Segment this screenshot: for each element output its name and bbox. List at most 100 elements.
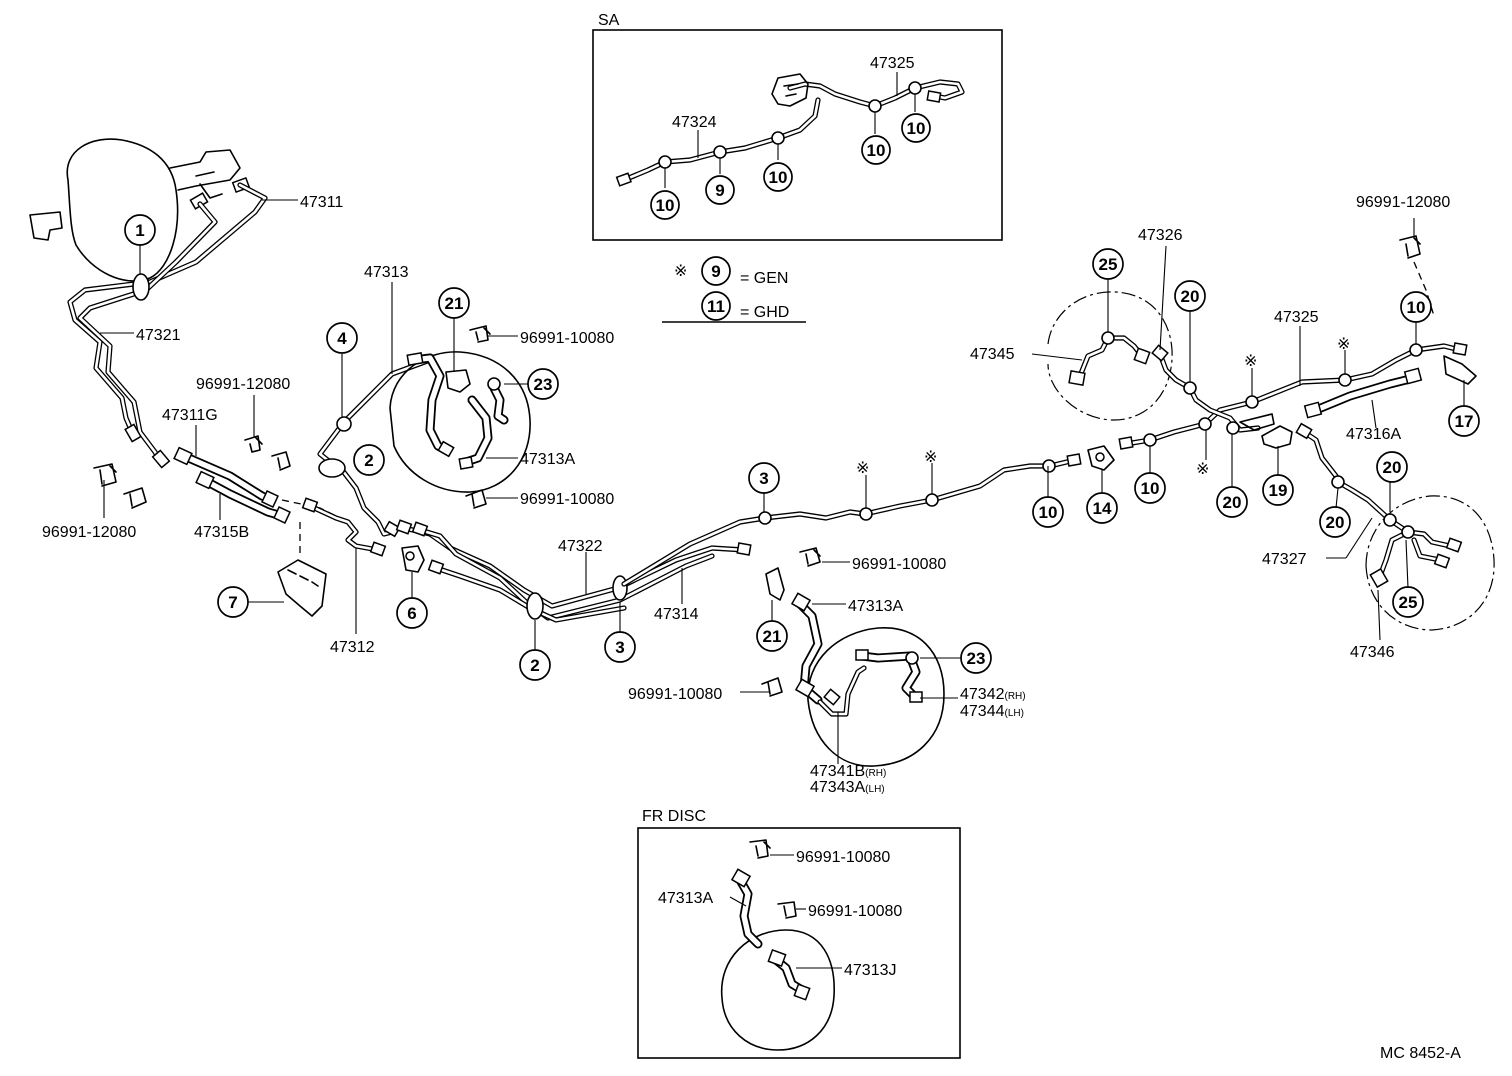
svg-text:9: 9 xyxy=(715,181,724,200)
part-label-47346: 47346 xyxy=(1350,644,1395,661)
callout-21-b: 21 xyxy=(756,620,788,652)
svg-text:17: 17 xyxy=(1455,412,1474,431)
part-label-47322: 47322 xyxy=(558,538,603,555)
junction-6 xyxy=(401,545,425,573)
part-label-47341b: 47341B(RH) xyxy=(810,763,886,780)
part-label-47342: 47342(RH) xyxy=(960,686,1026,703)
part-label-96991-12080-top: 96991-12080 xyxy=(196,376,290,393)
callout-3-a: 3 xyxy=(604,631,636,663)
callout-10-sa-c: 10 xyxy=(861,135,891,165)
part-label-96991-12080-left: 96991-12080 xyxy=(42,524,136,541)
svg-text:20: 20 xyxy=(1181,287,1200,306)
svg-text:21: 21 xyxy=(763,627,782,646)
part-label-47311: 47311 xyxy=(300,194,343,211)
part-label-47313a-fr: 47313A xyxy=(658,890,713,907)
legend-ghd-number: 11 xyxy=(707,297,725,316)
callout-1: 1 xyxy=(124,214,156,246)
svg-text:2: 2 xyxy=(364,451,373,470)
part-label-47324: 47324 xyxy=(672,114,717,131)
part-label-96991-10080-a: 96991-10080 xyxy=(520,330,614,347)
bracket-7 xyxy=(277,559,327,617)
svg-text:25: 25 xyxy=(1399,593,1418,612)
part-label-96991-10080-b: 96991-10080 xyxy=(520,491,614,508)
gen-mark-a: ※ xyxy=(856,460,869,477)
callout-2-a: 2 xyxy=(353,444,385,476)
svg-text:23: 23 xyxy=(534,375,553,394)
svg-text:10: 10 xyxy=(656,196,675,215)
part-label-47345: 47345 xyxy=(970,346,1015,363)
callout-17: 17 xyxy=(1448,405,1480,437)
gen-marks: ※ ※ ※ ※ ※ xyxy=(856,336,1350,478)
legend-ghd-text: = GHD xyxy=(740,304,789,321)
pipe-center-rear xyxy=(621,453,1082,587)
callout-23-b: 23 xyxy=(960,642,992,674)
rear-right-brake xyxy=(1295,422,1495,631)
part-label-47313: 47313 xyxy=(364,264,409,281)
svg-text:20: 20 xyxy=(1223,493,1242,512)
gen-mark-e: ※ xyxy=(1337,336,1350,353)
drawing-code: MC 8452-A xyxy=(1380,1045,1461,1062)
legend-gen-number: 9 xyxy=(711,262,720,281)
legend: ※ 9 = GEN 11 = GHD xyxy=(662,256,806,323)
hose-47311g xyxy=(173,446,341,555)
part-label-47313j: 47313J xyxy=(844,962,897,979)
front-left-brake xyxy=(389,351,531,493)
gen-mark-d: ※ xyxy=(1244,353,1257,370)
callout-25-a: 25 xyxy=(1092,248,1124,280)
callout-19: 19 xyxy=(1262,474,1294,506)
callout-10-sa-d: 10 xyxy=(901,113,931,143)
part-label-47325: 47325 xyxy=(1274,309,1319,326)
callout-10-sa-b: 10 xyxy=(763,162,793,192)
callout-6: 6 xyxy=(396,597,428,629)
svg-text:3: 3 xyxy=(759,469,768,488)
inset-sa: SA 47324 47325 10 9 10 10 10 xyxy=(592,12,1003,241)
svg-text:10: 10 xyxy=(1141,479,1160,498)
callout-23-a: 23 xyxy=(527,368,559,400)
svg-text:2: 2 xyxy=(530,656,539,675)
svg-text:14: 14 xyxy=(1093,499,1112,518)
svg-text:4: 4 xyxy=(337,329,347,348)
rear-left-brake xyxy=(1047,291,1173,421)
svg-text:20: 20 xyxy=(1326,513,1345,532)
clip-96991-12080-b xyxy=(93,463,147,509)
callouts: 1 4 2 21 23 7 6 2 3 3 21 23 10 14 10 25 … xyxy=(124,214,1480,681)
pipe-47322-47314 xyxy=(395,519,752,623)
callout-9-sa: 9 xyxy=(705,175,735,205)
part-label-47325-sa: 47325 xyxy=(870,55,915,72)
gen-mark-b: ※ xyxy=(924,449,937,466)
part-label-47316a: 47316A xyxy=(1346,426,1401,443)
svg-text:19: 19 xyxy=(1269,481,1288,500)
svg-text:10: 10 xyxy=(769,168,788,187)
callout-4: 4 xyxy=(326,322,358,354)
callout-20-c: 20 xyxy=(1376,451,1408,483)
legend-mark: ※ xyxy=(674,263,687,280)
bracket-19 xyxy=(1261,425,1293,449)
svg-text:23: 23 xyxy=(967,649,986,668)
gen-mark-c: ※ xyxy=(1196,461,1209,478)
svg-text:10: 10 xyxy=(907,119,926,138)
part-label-96991-12080-right: 96991-12080 xyxy=(1356,194,1450,211)
part-label-47343a: 47343A(LH) xyxy=(810,779,885,796)
part-label-47344: 47344(LH) xyxy=(960,703,1024,720)
pipe-47312 xyxy=(301,497,387,557)
callout-10-sa-a: 10 xyxy=(650,190,680,220)
callout-21-a: 21 xyxy=(438,287,470,319)
part-label-47313a-front-right: 47313A xyxy=(848,598,903,615)
pipe-bundle-front xyxy=(67,182,268,469)
callout-20-a: 20 xyxy=(1174,280,1206,312)
svg-text:1: 1 xyxy=(135,221,144,240)
pipe-rear-axle xyxy=(1118,235,1477,450)
part-label-47313a-front-left: 47313A xyxy=(520,451,575,468)
part-label-47311g: 47311G xyxy=(162,407,218,424)
part-label-47321: 47321 xyxy=(136,327,181,344)
part-label-96991-10080-d: 96991-10080 xyxy=(628,686,722,703)
svg-text:10: 10 xyxy=(1039,503,1058,522)
clip-96991-12080-a xyxy=(244,435,291,471)
junction-14 xyxy=(1087,445,1115,471)
svg-text:10: 10 xyxy=(867,141,886,160)
callout-10-b: 10 xyxy=(1134,472,1166,504)
part-label-47312: 47312 xyxy=(330,639,375,656)
legend-gen-text: = GEN xyxy=(740,270,788,287)
svg-text:10: 10 xyxy=(1407,298,1426,317)
